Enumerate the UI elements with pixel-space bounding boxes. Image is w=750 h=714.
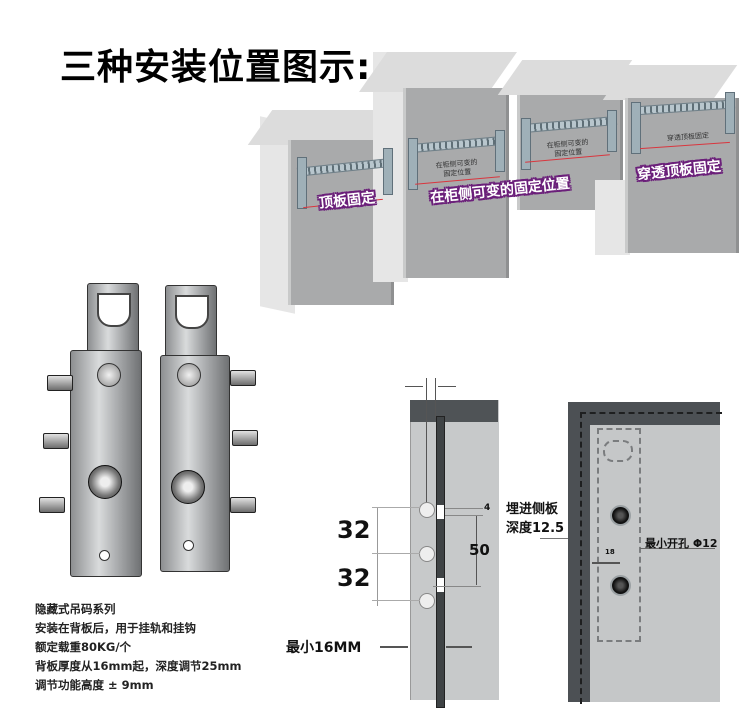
hanger-slot: [97, 293, 131, 327]
mount-hole: [183, 540, 194, 551]
cabinet-2-top: [358, 52, 518, 92]
hanger-slot-outline: [603, 440, 633, 462]
diagram1-top-panel: [410, 400, 498, 422]
dim-guide: [540, 538, 568, 539]
cabinet-scene: 在柜侧可变的 固定位置 在柜侧可变的 固定位置 穿透顶板固定 顶板固定 在柜侧可…: [247, 30, 750, 315]
dim-18: 18: [605, 548, 615, 556]
dim-50: 50: [469, 541, 490, 559]
dim-guide: [426, 378, 427, 503]
hanger-lug: [232, 430, 258, 446]
bracket: [521, 118, 531, 170]
arrow-right-icon: [380, 646, 408, 648]
bracket: [297, 157, 307, 209]
mount-hole: [99, 550, 110, 561]
screw-icon: [610, 575, 631, 596]
bracket: [495, 130, 505, 172]
embed-depth-label-line1: 埋进侧板: [506, 502, 559, 517]
dim-32-top: 32: [337, 516, 371, 544]
adjust-gear-icon: [171, 470, 205, 504]
leader-line: [640, 548, 715, 549]
spec-line: 安装在背板后，用于挂轨和挂钩: [35, 621, 196, 635]
hanger-lug: [47, 375, 73, 391]
dim-line-50: [476, 515, 477, 585]
bracket: [607, 110, 617, 152]
hanger-outline: [597, 428, 641, 642]
dim-guide: [372, 553, 420, 554]
bracket: [383, 148, 393, 195]
dim-guide: [372, 600, 420, 601]
spec-line: 调节功能高度 ± 9mm: [35, 678, 154, 692]
hanger-lug: [230, 497, 256, 513]
cabinet-4-front: [625, 98, 739, 253]
dim-arrow: [438, 386, 456, 387]
arrow-left-icon: [446, 646, 472, 648]
hanger-slot: [175, 295, 209, 329]
hole-circle: [419, 546, 435, 562]
hanger-lug: [230, 370, 256, 386]
dim-4: 4: [484, 503, 491, 513]
adjust-gear-icon: [88, 465, 122, 499]
bracket: [725, 92, 735, 134]
hanger-lug: [43, 433, 69, 449]
adjust-screw-icon: [97, 363, 121, 387]
dim-guide: [433, 586, 481, 587]
cabinet-4-top: [602, 65, 738, 100]
diagram1-back-board: [436, 416, 445, 708]
hole-circle: [419, 502, 435, 518]
spec-line: 背板厚度从16mm起，深度调节25mm: [35, 659, 242, 673]
dashed-outline: [580, 412, 722, 704]
dim-guide: [435, 378, 436, 418]
board-gap: [437, 505, 444, 519]
product-specs: 隐藏式吊码系列 安装在背板后，用于挂轨和挂钩 额定载重80KG/个 背板厚度从1…: [35, 600, 241, 695]
min-hole-label: 最小开孔 Φ12: [645, 537, 718, 550]
dim-line-32: [377, 508, 378, 606]
dim-32-bottom: 32: [337, 564, 371, 592]
cabinet-hanger-photo: [25, 275, 275, 585]
page-title: 三种安装位置图示:: [60, 47, 372, 88]
dim-arrow: [405, 386, 423, 387]
cabinet-4-side: [595, 180, 630, 255]
spec-line: 额定载重80KG/个: [35, 640, 132, 654]
spec-line: 隐藏式吊码系列: [35, 602, 116, 616]
dim-guide: [445, 515, 483, 516]
adjust-screw-icon: [177, 363, 201, 387]
dim-guide: [445, 508, 483, 509]
hanger-left-body: [70, 350, 142, 577]
bracket: [408, 138, 418, 190]
embed-depth-label-line2: 深度12.5: [506, 521, 565, 536]
bracket: [631, 102, 641, 154]
hanger-right-body: [160, 355, 230, 572]
dim-guide: [372, 507, 420, 508]
hanger-lug: [39, 497, 65, 513]
min-thickness-label: 最小16MM: [286, 640, 362, 656]
board-gap: [437, 578, 444, 592]
hole-circle: [419, 593, 435, 609]
screw-icon: [610, 505, 631, 526]
dim-arrow: [592, 562, 620, 564]
